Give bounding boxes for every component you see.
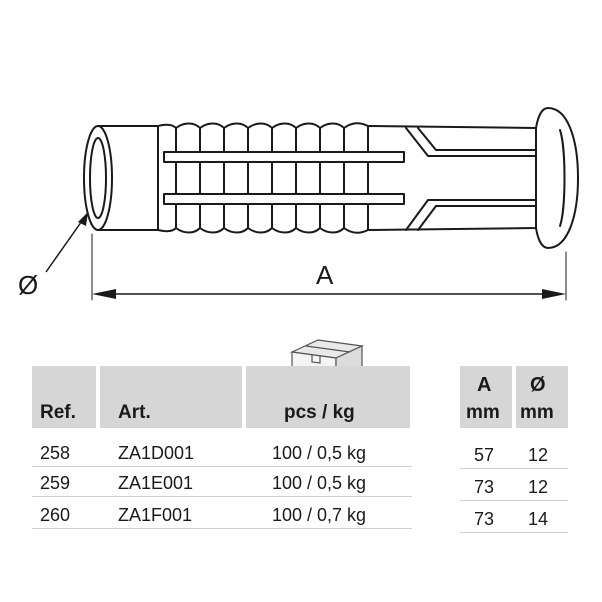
diameter-label: Ø [18,270,38,300]
header-art: Art. [118,402,151,423]
row-3-pcs: 100 / 0,7 kg [272,505,367,525]
header-ref: Ref. [40,402,76,423]
row-3-art: ZA1F001 [118,505,193,525]
plug-slot-bottom [163,193,405,205]
row-divider [32,496,412,497]
plug-ribs [157,122,369,234]
plug-body [367,125,537,231]
header-cell-d [516,366,568,428]
row-divider [32,528,412,529]
header-a: A [477,374,492,396]
plug-opening [83,125,113,231]
header-a-unit: mm [466,402,500,423]
header-cell-ref [32,366,96,428]
row-1-pcs: 100 / 0,5 kg [272,443,367,463]
row-2-a: 73 [474,477,495,497]
row-3-ref: 260 [40,505,71,525]
row-2-pcs: 100 / 0,5 kg [272,473,367,493]
length-label: A [316,260,334,290]
row-2-art: ZA1E001 [118,473,194,493]
row-divider [460,468,568,469]
row-1-a: 57 [474,445,495,465]
header-d-unit: mm [520,402,554,423]
dimension-line-a [92,289,566,299]
row-3-d: 14 [528,509,549,529]
row-3-a: 73 [474,509,495,529]
diameter-leader [45,212,88,273]
row-1-d: 12 [528,445,549,465]
plug-front-collar [97,125,159,231]
row-divider [460,532,568,533]
plug-slot-top [163,151,405,163]
row-divider [32,466,412,467]
row-2-ref: 259 [40,473,71,493]
header-cell-pcs [246,366,410,428]
header-d: Ø [530,374,546,396]
row-divider [460,500,568,501]
plug-flange [535,107,579,249]
row-2-d: 12 [528,477,549,497]
header-cell-art [100,366,242,428]
header-pcs: pcs / kg [284,402,355,423]
row-1-art: ZA1D001 [118,443,195,463]
header-cell-a [460,366,512,428]
row-1-ref: 258 [40,443,71,463]
